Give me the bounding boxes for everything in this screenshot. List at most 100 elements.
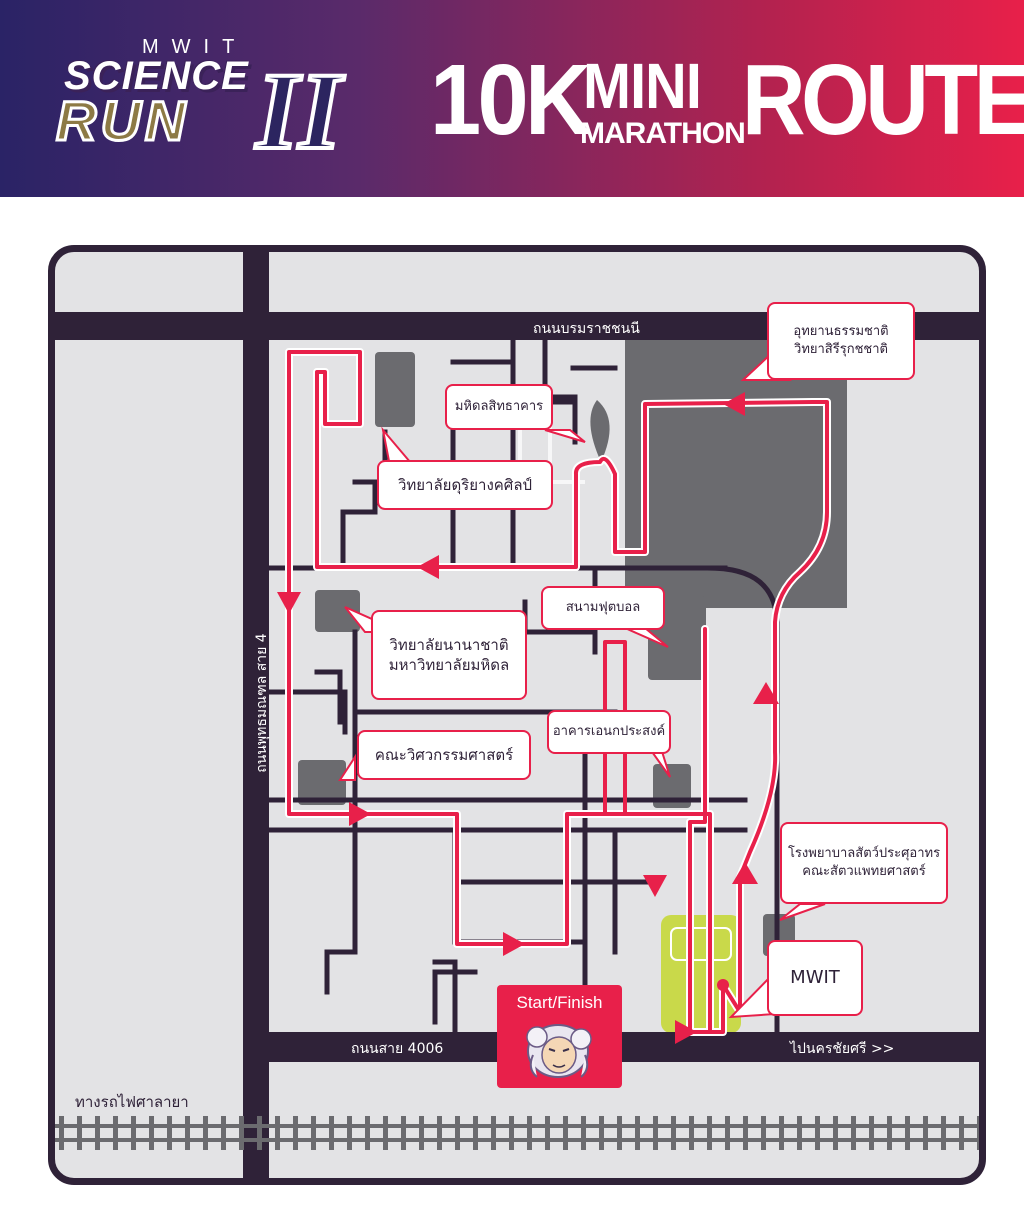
title-marathon: MARATHON (580, 117, 746, 150)
logo-science-text: SCIENCE (64, 54, 249, 98)
railway-tie (671, 1116, 676, 1150)
railway-tie (59, 1116, 64, 1150)
railway-tie (761, 1116, 766, 1150)
road-label-to-nakhonchaisri: ไปนครชัยศรี >> (790, 1041, 895, 1057)
railway-track (55, 1116, 979, 1150)
railway-tie (725, 1116, 730, 1150)
callout-park: อุทยานธรรมชาติ วิทยาสิรีรุกชชาติ (767, 302, 915, 380)
arrow-right-icon (503, 932, 525, 956)
railway-tie (491, 1116, 496, 1150)
railway-tie (581, 1116, 586, 1150)
railway-tie (689, 1116, 694, 1150)
logo-numeral: II (254, 50, 344, 172)
start-finish-box: Start/Finish (497, 985, 622, 1088)
route-arrows (277, 392, 779, 1044)
railway-tie (473, 1116, 478, 1150)
arrow-right-icon (675, 1020, 697, 1044)
arrow-left-icon (417, 555, 439, 579)
railway-tie (797, 1116, 802, 1150)
road-label-left: ถนนพุทธมณฑล สาย 4 (254, 633, 270, 773)
railway-tie (185, 1116, 190, 1150)
railway-tie (95, 1116, 100, 1150)
railway-tie (257, 1116, 262, 1150)
music-college-building (375, 352, 415, 427)
railway-tie (617, 1116, 622, 1150)
title-10k: 10K (430, 44, 591, 156)
multipurpose-building (653, 764, 691, 808)
engineering-building (298, 760, 346, 805)
arrow-down-icon (643, 875, 667, 897)
mosque-icon (590, 400, 610, 462)
railway-tie (167, 1116, 172, 1150)
railway-tie (959, 1116, 964, 1150)
railway-tie (977, 1116, 979, 1150)
logo-mwit-text: MWIT (142, 36, 248, 58)
road-label-bottom: ถนนสาย 4006 (351, 1041, 444, 1057)
callout-multipurpose: อาคารเอนกประสงค์ (547, 710, 671, 754)
railway-tie (455, 1116, 460, 1150)
railway-tie (419, 1116, 424, 1150)
road-label-top: ถนนบรมราชชนนี (533, 321, 640, 337)
railway-tie (635, 1116, 640, 1150)
logo-run-text: RUN (54, 88, 190, 154)
railway-tie (113, 1116, 118, 1150)
railway-tie (383, 1116, 388, 1150)
railway-tie (887, 1116, 892, 1150)
arrow-up-icon (732, 862, 758, 884)
start-finish-marker (717, 979, 729, 991)
railway-tie (275, 1116, 280, 1150)
mascot-icon (526, 1024, 592, 1078)
railway-tie (437, 1116, 442, 1150)
railway-tie (239, 1116, 244, 1150)
railway-tie (563, 1116, 568, 1150)
railway-tie (941, 1116, 946, 1150)
railway-tie (599, 1116, 604, 1150)
callout-music-college: วิทยาลัยดุริยางคศิลป์ (377, 460, 553, 510)
callout-football: สนามฟุตบอล (541, 586, 665, 630)
arrow-down-icon (277, 592, 301, 614)
railway-tie (365, 1116, 370, 1150)
railway-tie (923, 1116, 928, 1150)
railway-tie (653, 1116, 658, 1150)
railway-tie (221, 1116, 226, 1150)
title-route: ROUTE (742, 44, 1024, 156)
railway-tie (293, 1116, 298, 1150)
railway-tie (203, 1116, 208, 1150)
railway-tie (401, 1116, 406, 1150)
start-finish-label: Start/Finish (516, 993, 603, 1012)
callout-intl-college: วิทยาลัยนานาชาติ มหาวิทยาลัยมหิดล (371, 610, 527, 700)
railway-tie (815, 1116, 820, 1150)
road-left (243, 252, 269, 1178)
railway-tie (329, 1116, 334, 1150)
header-banner: MWIT SCIENCE RUN II 10K MINI MARATHON RO… (0, 0, 1024, 197)
railway-tie (833, 1116, 838, 1150)
mwit-area (661, 915, 741, 1033)
mwit-building (670, 927, 732, 961)
railway-tie (149, 1116, 154, 1150)
railway-tie (545, 1116, 550, 1150)
railway-tie (131, 1116, 136, 1150)
railway-label: ทางรถไฟศาลายา (75, 1093, 189, 1111)
callout-vet-hospital: โรงพยาบาลสัตว์ประศุอาทร คณะสัตวแพทยศาสตร… (780, 822, 948, 904)
railway-tie (527, 1116, 532, 1150)
callout-mwit: MWIT (767, 940, 863, 1016)
campus-roads (266, 337, 780, 1035)
railway-tie (77, 1116, 82, 1150)
railway-tie (905, 1116, 910, 1150)
railway-tie (851, 1116, 856, 1150)
arrow-left-icon (723, 392, 745, 416)
intl-college-building (315, 590, 360, 632)
railway-tie (779, 1116, 784, 1150)
railway-tie (743, 1116, 748, 1150)
title-mini: MINI (583, 50, 702, 122)
railway-tie (509, 1116, 514, 1150)
callout-mosque: มหิดลสิทธาคาร (445, 384, 553, 430)
run-route (285, 348, 831, 1036)
callout-engineering: คณะวิศวกรรมศาสตร์ (357, 730, 531, 780)
railway-tie (347, 1116, 352, 1150)
railway-tie (869, 1116, 874, 1150)
railway-tie (311, 1116, 316, 1150)
railway-tie (707, 1116, 712, 1150)
arrow-up-icon (753, 682, 779, 704)
arrow-right-icon (349, 802, 371, 826)
